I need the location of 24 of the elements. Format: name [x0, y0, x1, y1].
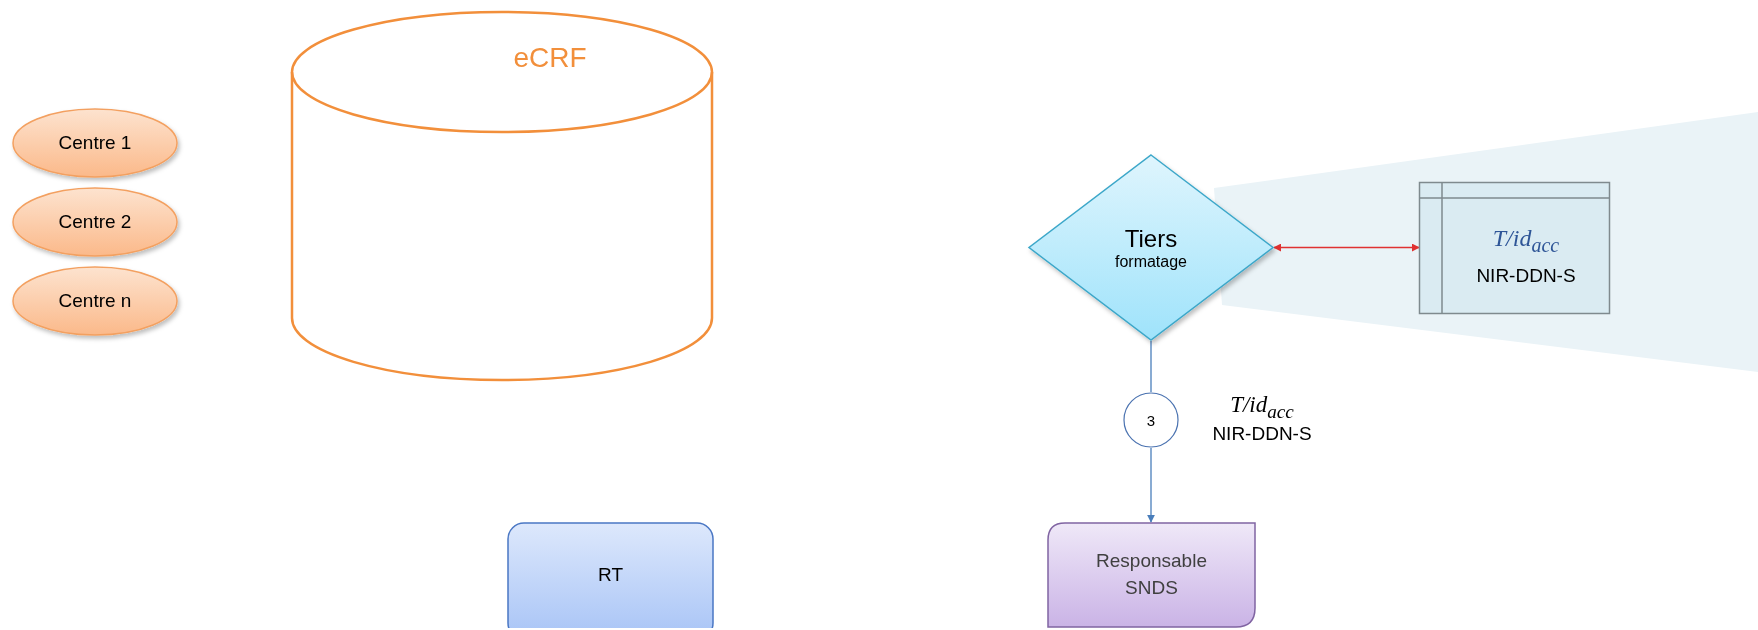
database-cylinder: [290, 10, 714, 380]
centre-ellipse: [12, 108, 178, 178]
node-title: Tiers: [1124, 224, 1178, 253]
annotation-text: NIR-DDN-S: [1212, 422, 1312, 445]
database-title: eCRF: [513, 42, 587, 74]
connector-arrow: [1147, 447, 1155, 523]
node-label: Centre 1: [58, 132, 132, 154]
connector-arrow: [1273, 243, 1420, 252]
node-label: Responsable SNDS: [1095, 549, 1208, 600]
centre-ellipse: [12, 187, 178, 257]
decision-diamond: [1028, 154, 1274, 341]
step-number: 3: [1146, 411, 1156, 429]
formula-text: T/id$_{acc}$: [1230, 392, 1294, 423]
process-box: [1047, 522, 1256, 628]
table-box: [1419, 182, 1610, 314]
step-circle: [1123, 392, 1179, 448]
node-label: Centre 2: [58, 211, 132, 233]
process-box: [507, 522, 714, 628]
node-label: Centre n: [58, 290, 132, 312]
node-subtitle: formatage: [1114, 252, 1187, 271]
centre-ellipse: [12, 266, 178, 336]
field-text: NIR-DDN-S: [1476, 264, 1576, 287]
formula-text: T/id$_{acc}$: [1492, 225, 1560, 257]
node-label: RT: [598, 564, 623, 586]
